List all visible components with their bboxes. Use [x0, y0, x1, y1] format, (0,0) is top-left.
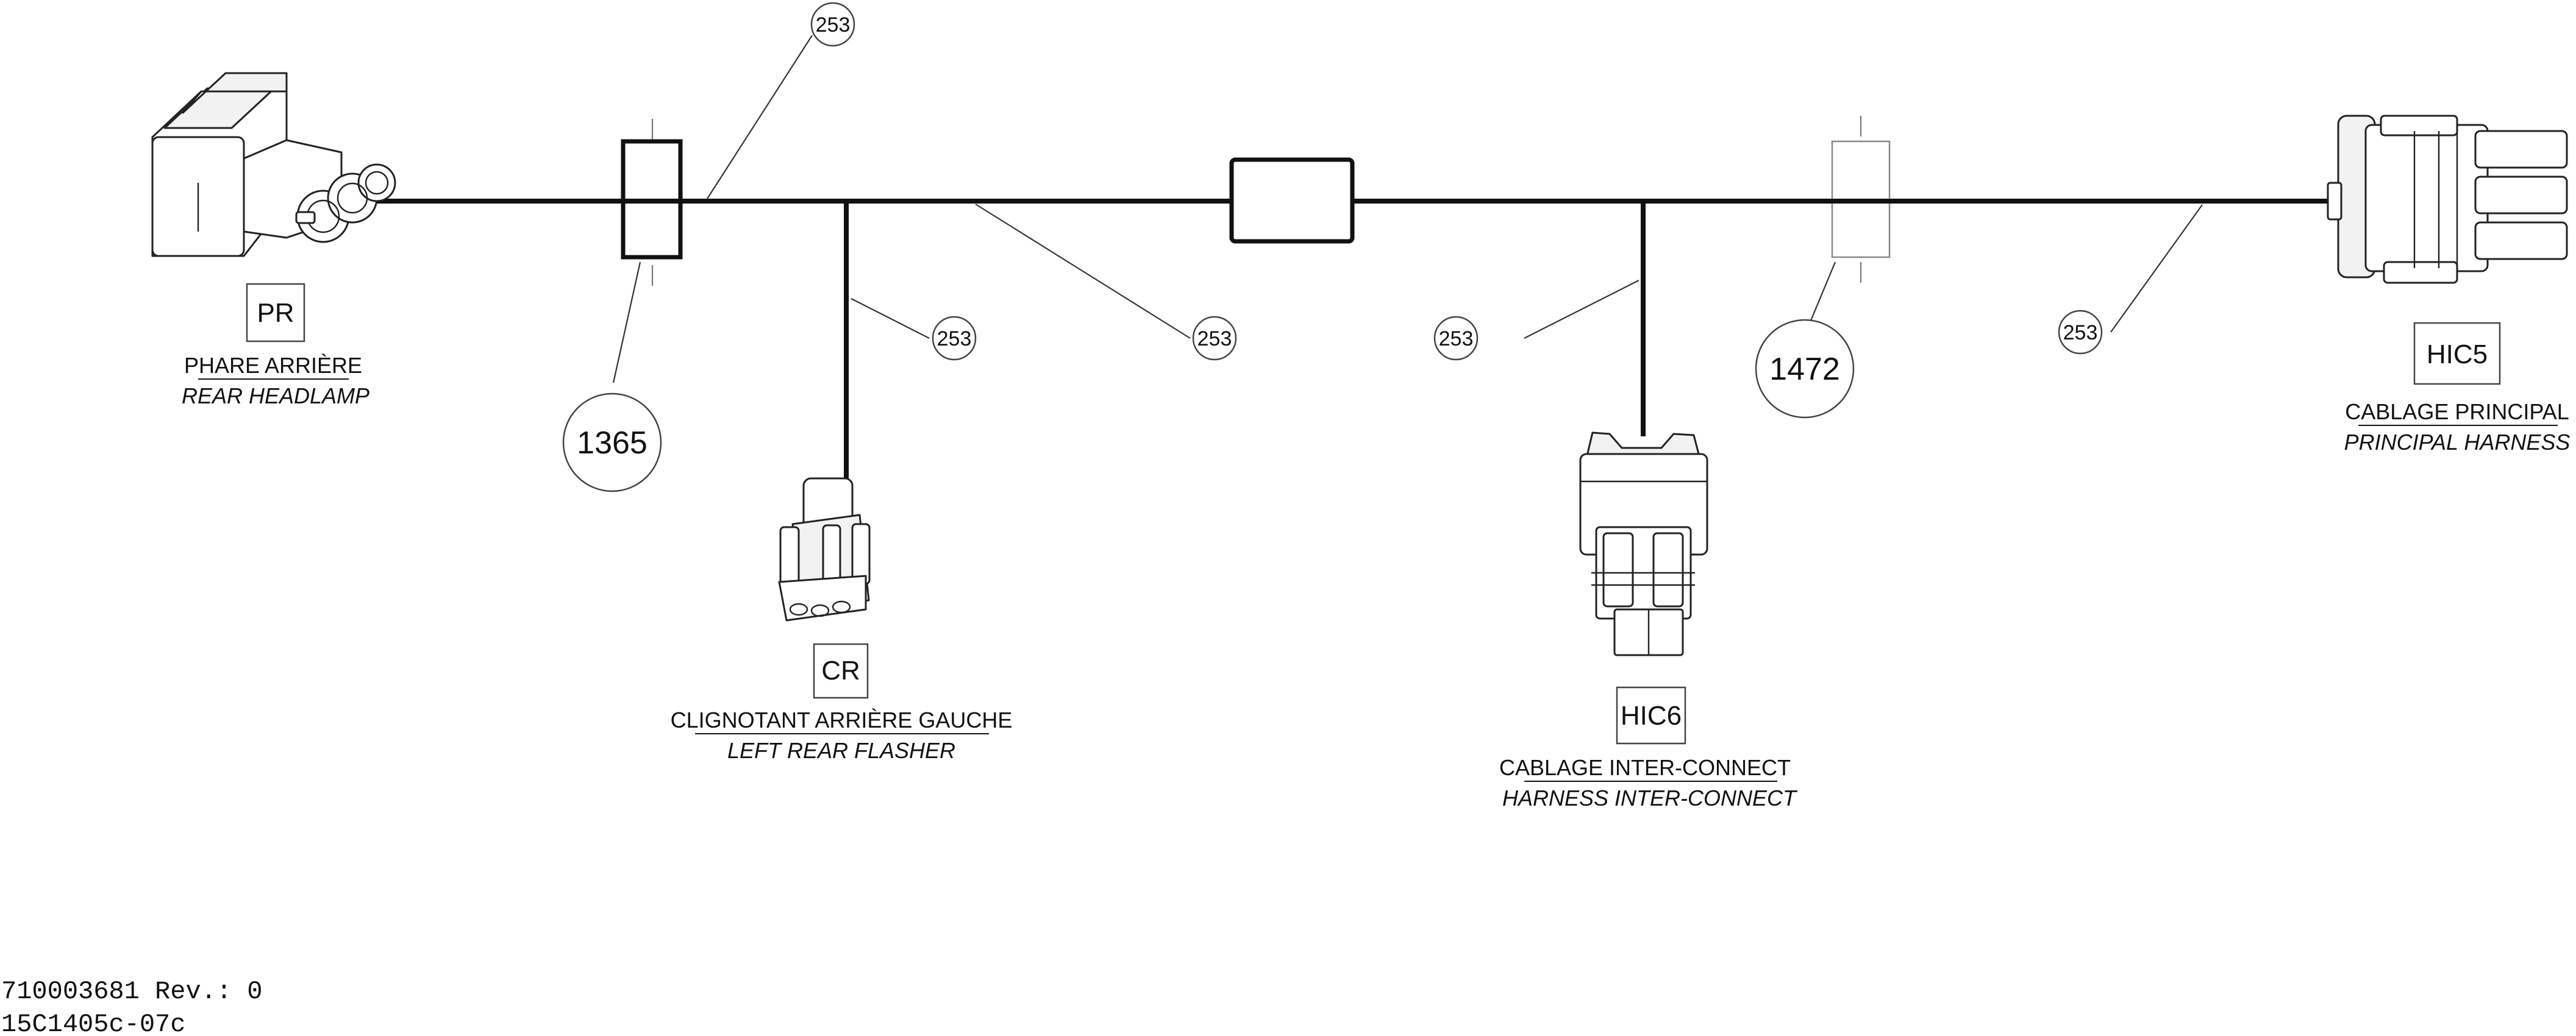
connector-hic5-drawing — [2327, 115, 2568, 284]
ref-bubble-right: 253 — [2058, 310, 2103, 355]
ref-bubble-mid: 253 — [1192, 316, 1237, 361]
svg-text:253: 253 — [816, 13, 851, 37]
leader-hic6 — [1524, 280, 1639, 339]
connector-code-pr: PR — [246, 283, 305, 342]
svg-text:253: 253 — [937, 327, 972, 350]
ref-bubble-cr: 253 — [932, 316, 977, 361]
connector-code-hic5: HIC5 — [2413, 322, 2501, 385]
svg-text:HIC6: HIC6 — [1621, 701, 1682, 731]
length-bubble-right: 1472 — [1755, 319, 1855, 419]
connector-code-hic6: HIC6 — [1616, 686, 1686, 745]
connector-hic6-drawing — [1579, 431, 1708, 656]
connector-label-fr-hic5: CABLAGE PRINCIPAL — [2345, 399, 2569, 424]
ref-bubble-hic6: 253 — [1433, 316, 1479, 361]
connector-code-cr: CR — [813, 643, 869, 699]
svg-text:1472: 1472 — [1769, 352, 1840, 387]
drawing-code: 15C1405c-07c — [1, 1010, 185, 1036]
connector-label-en-hic6: HARNESS INTER-CONNECT — [1502, 786, 1798, 811]
sleeve-center — [1229, 157, 1355, 244]
svg-text:1365: 1365 — [577, 425, 648, 461]
part-number: 710003681 Rev.: 0 — [1, 977, 262, 1006]
length-bubble-left: 1365 — [562, 392, 662, 492]
leader-right — [2110, 204, 2203, 333]
svg-text:HIC5: HIC5 — [2427, 339, 2488, 369]
connector-cr-drawing — [778, 477, 871, 622]
connector-label-en-pr: REAR HEADLAMP — [182, 383, 369, 408]
leader-len-left — [612, 261, 641, 383]
connector-pr-drawing — [151, 72, 396, 257]
connector-label-fr-hic6: CABLAGE INTER-CONNECT — [1499, 755, 1791, 780]
connector-label-en-hic5: PRINCIPAL HARNESS — [2344, 430, 2571, 455]
svg-text:PR: PR — [257, 298, 294, 328]
leader-cr — [851, 298, 930, 339]
leader-mid — [975, 204, 1191, 339]
leader-top — [707, 35, 813, 199]
ref-bubble-top: 253 — [810, 2, 855, 47]
connector-label-fr-pr: PHARE ARRIÈRE — [184, 353, 362, 378]
svg-text:253: 253 — [2063, 321, 2098, 344]
connector-label-fr-cr: CLIGNOTANT ARRIÈRE GAUCHE — [671, 708, 1013, 733]
connector-label-en-cr: LEFT REAR FLASHER — [727, 738, 955, 763]
svg-text:253: 253 — [1197, 327, 1232, 350]
svg-text:CR: CR — [821, 656, 860, 686]
svg-text:253: 253 — [1439, 327, 1474, 350]
